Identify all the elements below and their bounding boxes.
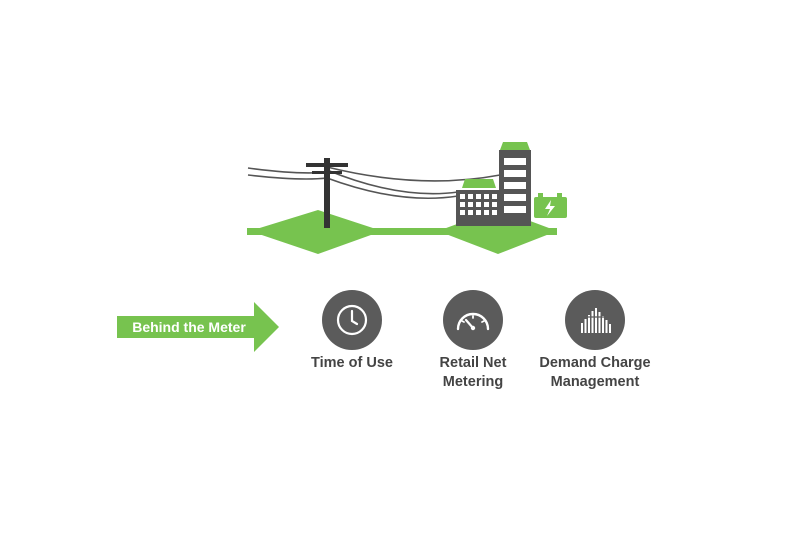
feature-label: Demand Charge Management <box>539 355 651 390</box>
battery-icon <box>534 193 567 218</box>
demand-bars-icon <box>579 308 611 333</box>
demand-charge-circle <box>565 290 625 350</box>
feature-demand-charge-management: Demand Charge Management <box>515 290 675 392</box>
low-building-icon <box>456 179 501 226</box>
clock-icon <box>336 304 368 336</box>
time-of-use-circle <box>322 290 382 350</box>
feature-retail-net-metering: Retail Net Metering <box>393 290 553 392</box>
gauge-icon <box>456 312 490 331</box>
behind-the-meter-arrow <box>117 302 279 352</box>
utility-pole-icon <box>306 158 348 228</box>
retail-net-metering-circle <box>443 290 503 350</box>
feature-time-of-use: Time of Use <box>272 290 432 373</box>
tall-building-icon <box>499 142 531 226</box>
feature-label: Time of Use <box>311 355 393 371</box>
behind-the-meter-label: Behind the Meter <box>132 319 246 335</box>
feature-label: Retail Net Metering <box>439 355 507 390</box>
